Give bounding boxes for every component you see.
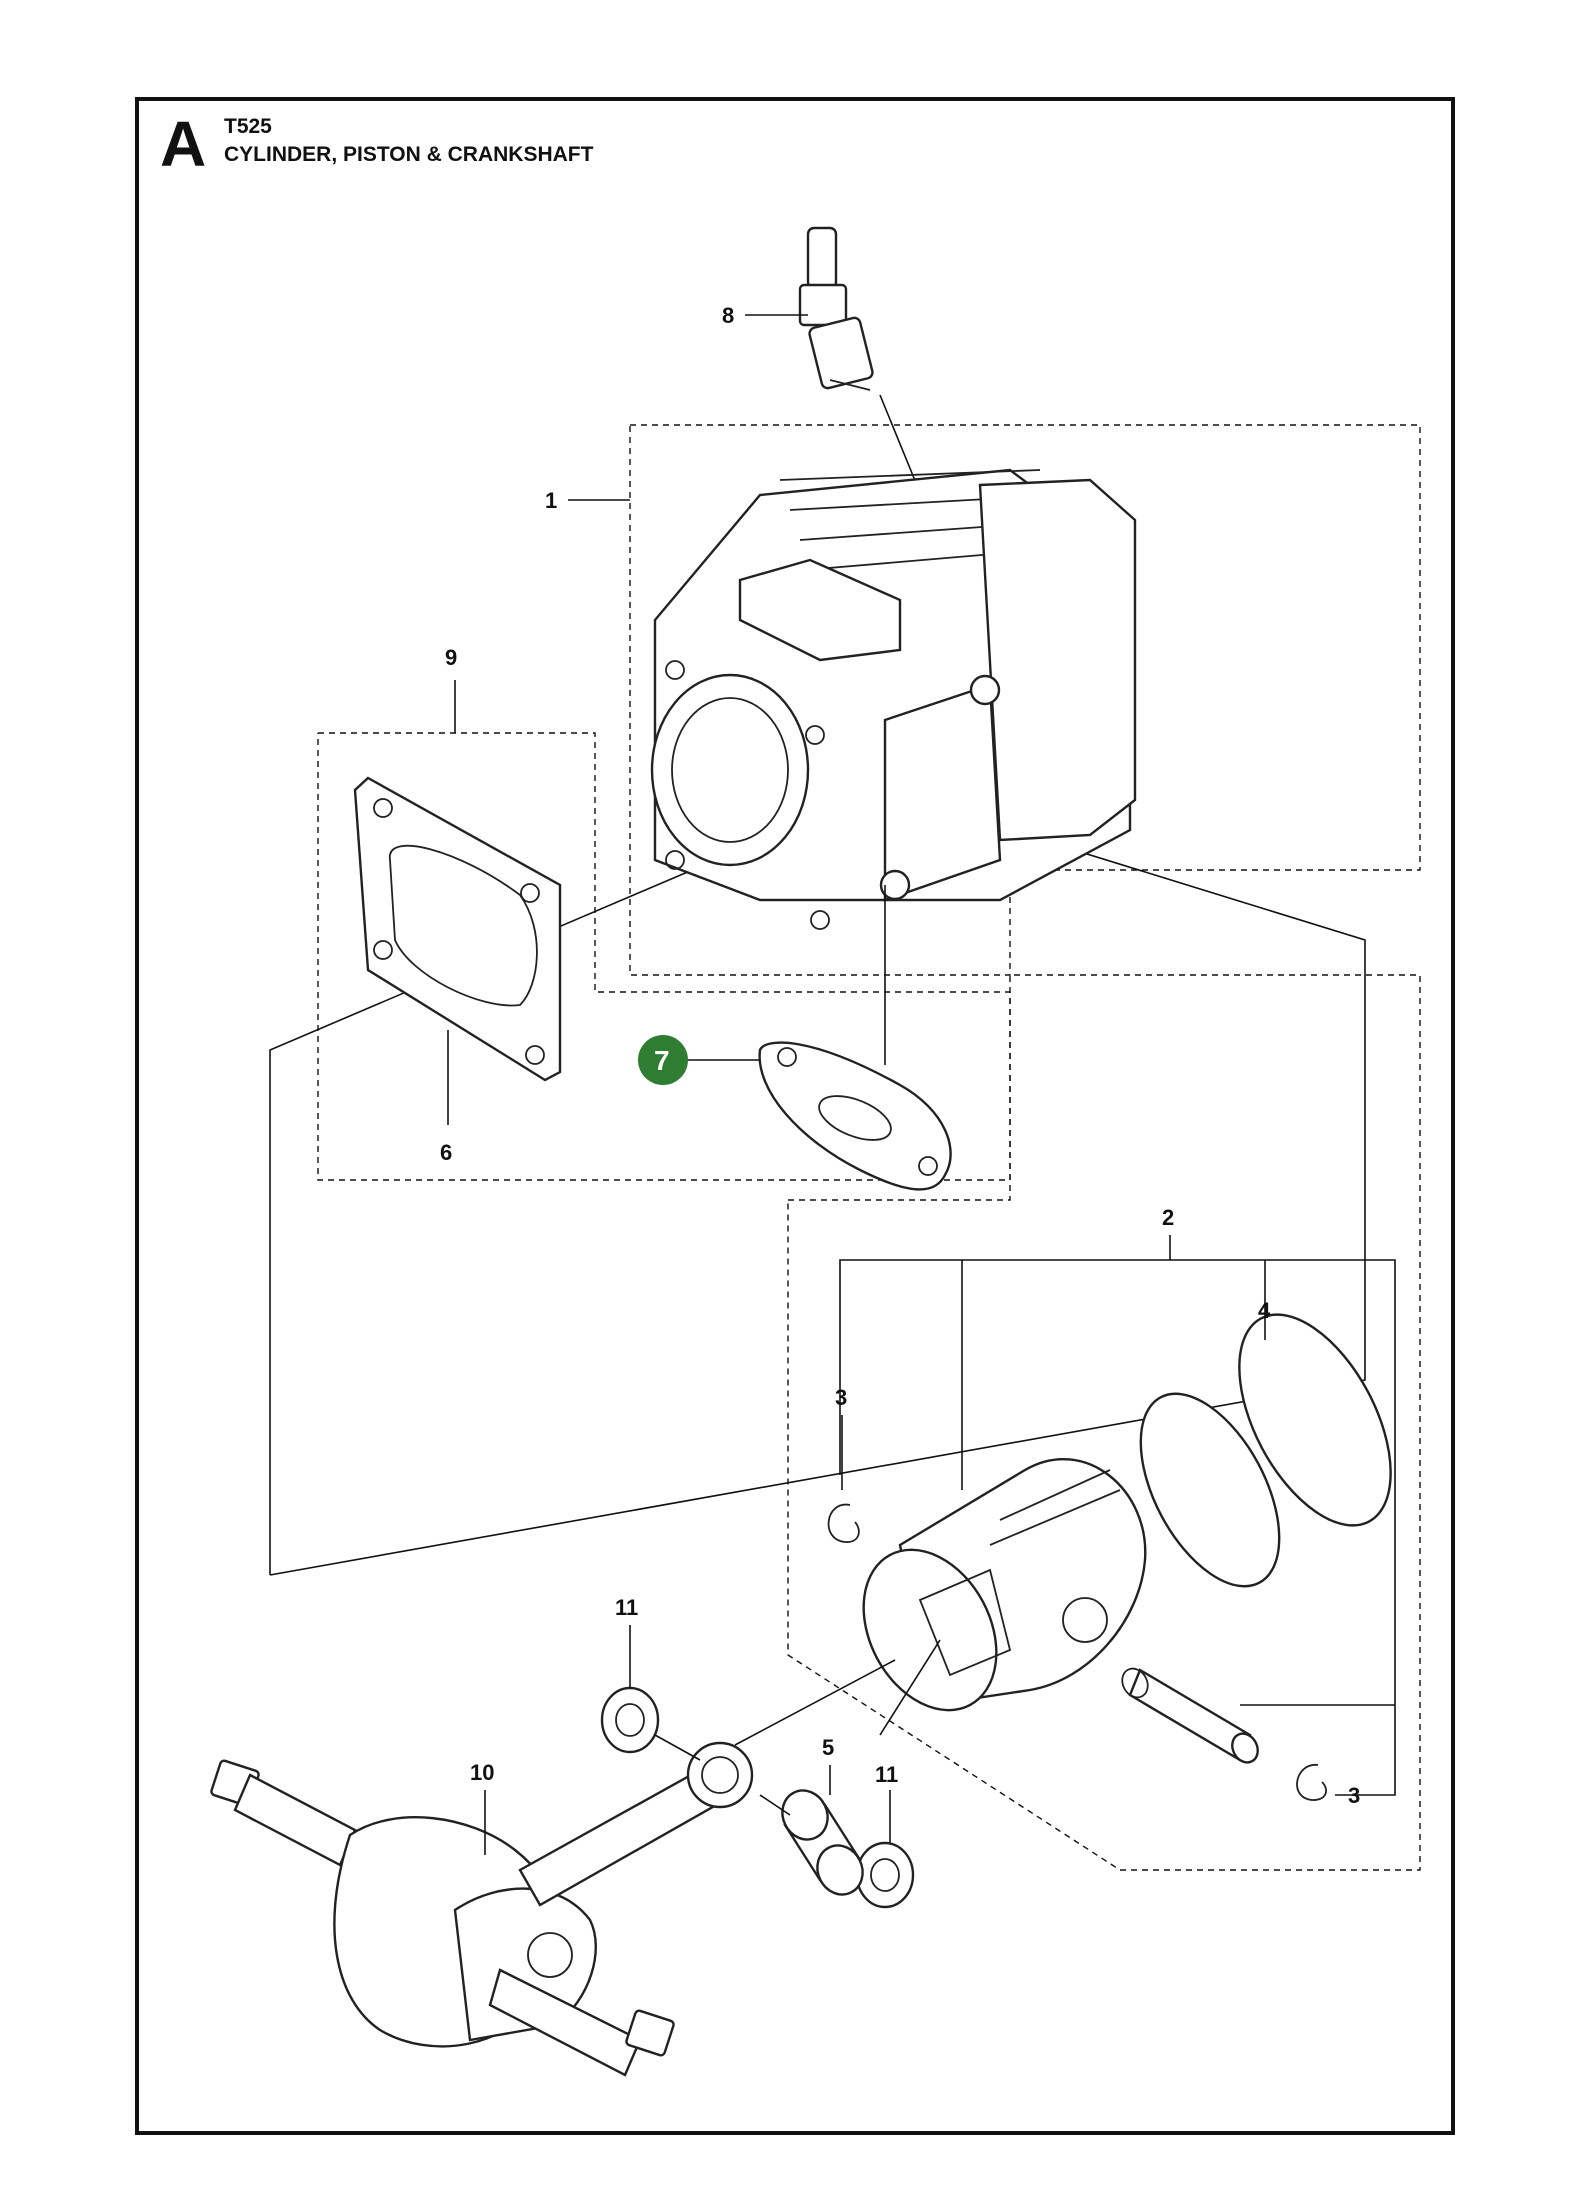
callout-5: 5: [822, 1735, 834, 1760]
callout-3-right: 3: [1348, 1783, 1360, 1808]
piston-ring-outer: [1238, 1313, 1392, 1527]
exhaust-gasket: [758, 1041, 952, 1191]
callout-9: 9: [445, 645, 457, 670]
callout-4: 4: [1258, 1298, 1271, 1323]
connecting-rod: [518, 1659, 896, 1907]
thrust-washer-left: [600, 1625, 701, 1761]
piston-group-box: [787, 974, 1421, 1871]
diagram-frame: [135, 97, 1455, 2135]
callout-2: 2: [1162, 1205, 1174, 1230]
callout-10: 10: [470, 1760, 494, 1785]
highlight-callout-7-badge[interactable]: [638, 1035, 688, 1085]
callout-6: 6: [440, 1140, 452, 1165]
crankshaft: [210, 1759, 675, 2077]
piston-ring-inner: [1139, 1392, 1281, 1588]
circlip-right: [1296, 1764, 1327, 1801]
piston-pin: [1121, 1667, 1259, 1764]
section-letter: A: [160, 108, 207, 180]
leader-2: [839, 1259, 1396, 1796]
circlip-left: [827, 1503, 860, 1543]
callout-7: 7: [654, 1045, 670, 1076]
cylinder-base-gasket: [353, 776, 562, 1082]
callout-11-left: 11: [615, 1595, 638, 1620]
callout-3-left: 3: [835, 1385, 847, 1410]
cylinder: [650, 468, 1137, 1065]
thrust-washer-right: [855, 1790, 915, 1909]
callout-11-right: 11: [875, 1762, 898, 1787]
diagram-title: CYLINDER, PISTON & CRANKSHAFT: [224, 143, 594, 166]
callout-1: 1: [545, 488, 557, 513]
spark-plug: [798, 226, 926, 506]
needle-bearing: [759, 1765, 864, 1896]
piston: [862, 1458, 1147, 1736]
model-number: T525: [224, 115, 272, 138]
callout-8: 8: [722, 303, 734, 328]
